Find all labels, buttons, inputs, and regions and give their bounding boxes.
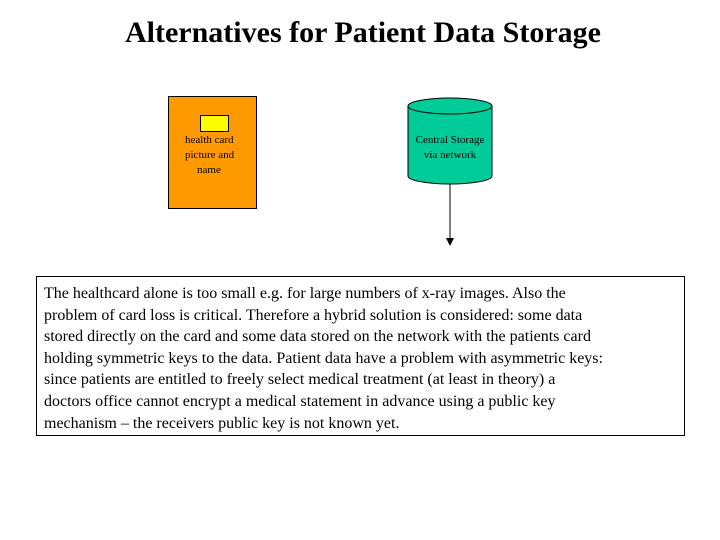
explanation-line: problem of card loss is critical. Theref… [44, 306, 583, 324]
explanation-line: mechanism – the receivers public key is … [44, 414, 400, 432]
health-card-label-line: name [197, 164, 221, 176]
explanation-line: holding symmetric keys to the data. Pati… [44, 349, 603, 367]
health-card-label-line: picture and [185, 149, 235, 161]
network-arrow [446, 184, 454, 246]
explanation-textbox: The healthcard alone is too small e.g. f… [36, 276, 685, 436]
slide-title: Alternatives for Patient Data Storage [125, 16, 601, 49]
explanation-line: stored directly on the card and some dat… [44, 328, 591, 346]
health-card-label-line: health card [185, 134, 234, 146]
central-storage-label-line: via network [423, 149, 477, 161]
explanation-line: since patients are entitled to freely se… [44, 371, 556, 389]
health-card-shape: health card picture and name [168, 96, 257, 209]
explanation-line: The healthcard alone is too small e.g. f… [44, 285, 566, 302]
explanation-text: The healthcard alone is too small e.g. f… [44, 283, 678, 434]
explanation-line: doctors office cannot encrypt a medical … [44, 392, 556, 410]
health-card-label: health card picture and name [185, 133, 257, 178]
arrow-head-icon [446, 238, 454, 246]
card-chip-icon [200, 115, 229, 132]
central-storage-label-line: Central Storage [415, 134, 485, 146]
central-storage-label: Central Storage via network [408, 133, 492, 163]
cylinder-top [407, 97, 493, 115]
